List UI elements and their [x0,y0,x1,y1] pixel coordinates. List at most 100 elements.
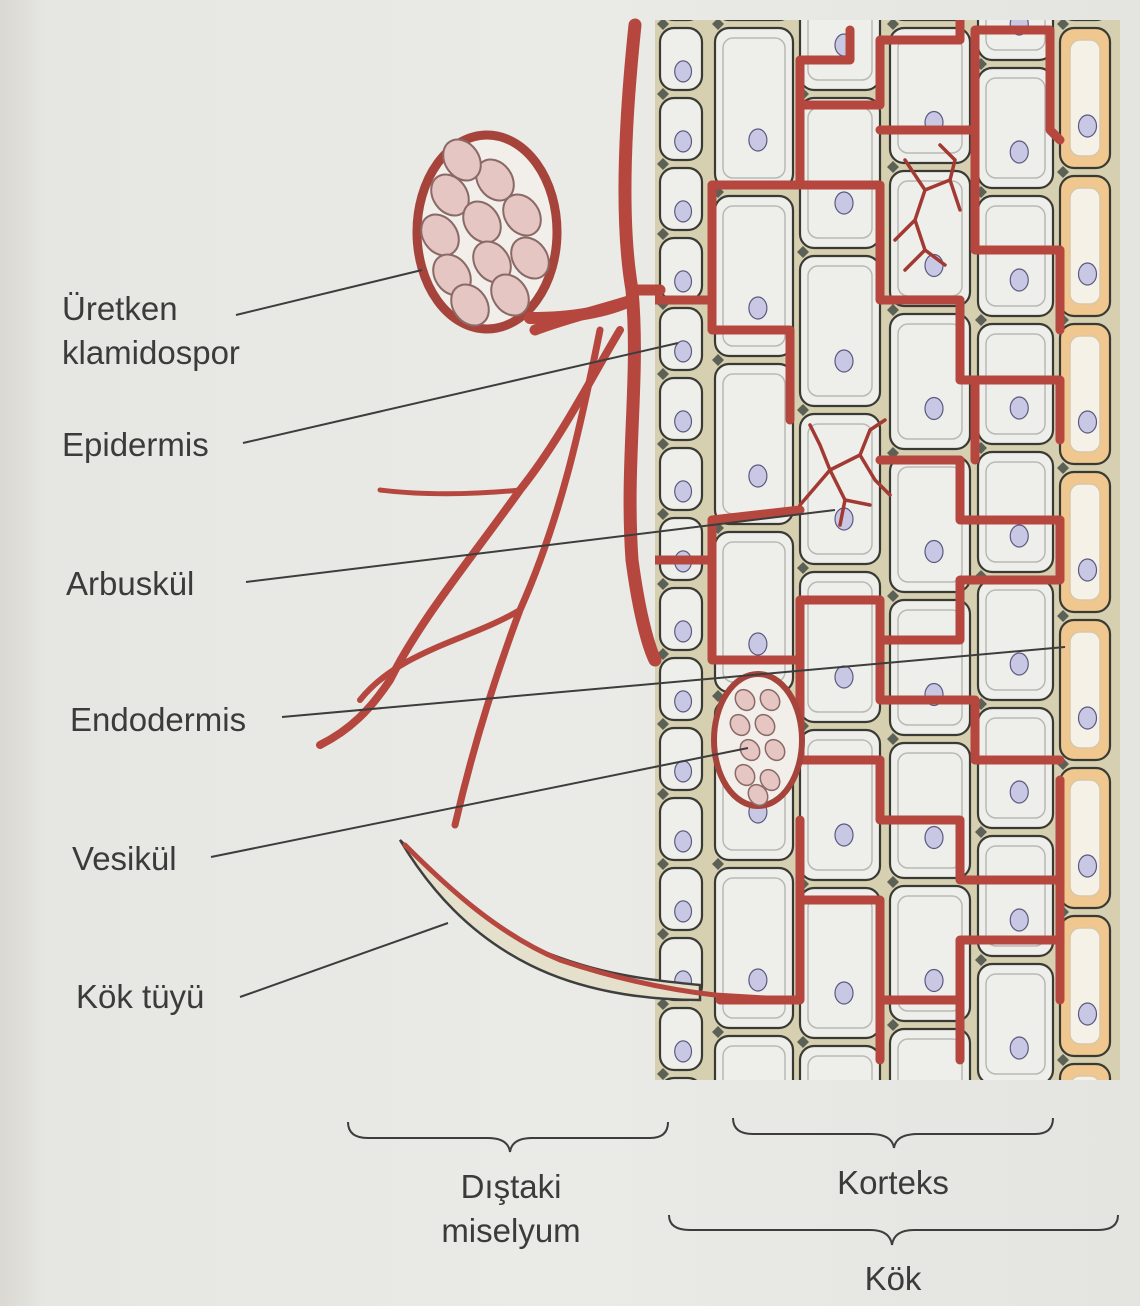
nucleus [675,621,692,642]
label-arbuskul: Arbuskül [66,565,194,602]
vacuole [1070,780,1100,896]
cortex-cell [715,28,793,188]
cortex-cell [715,364,793,524]
nucleus [749,465,767,487]
cortex-cell [890,28,970,163]
vacuole [1070,928,1100,1044]
cortex-cell [890,171,970,306]
label-endodermis: Endodermis [70,701,246,738]
nucleus [675,1041,692,1062]
nucleus [835,192,853,214]
vacuole [1070,632,1100,748]
nucleus [749,297,767,319]
leader-kok-tuyu [240,923,448,997]
nucleus [925,398,943,420]
epidermis-cell [660,0,702,20]
nucleus [1079,263,1097,285]
nucleus [675,131,692,152]
intercellular-space [1057,1202,1069,1214]
cortex-cell [715,532,793,692]
vacuole [1070,40,1100,156]
label-kok-tuyu: Kök tüyü [76,978,204,1015]
nucleus [675,691,692,712]
endodermis-cell [1060,1064,1110,1204]
nucleus [835,666,853,688]
nucleus [749,969,767,991]
leader-epidermis [243,343,678,443]
label-miselyum: miselyum [441,1212,580,1249]
nucleus [675,1111,692,1132]
nucleus [1079,855,1097,877]
cortex-cell [715,0,793,20]
label-vesikul: Vesikül [72,840,177,877]
nucleus [1010,653,1028,675]
brace-kok [669,1215,1118,1245]
cortex-cell [978,452,1053,572]
nucleus [675,201,692,222]
cortex-cell [978,68,1053,188]
leader-uretken [236,270,422,315]
label-kok: Kök [865,1260,922,1297]
cortex-cell [800,730,880,880]
nucleus [749,1137,767,1159]
nucleus [675,61,692,82]
cortex-cell [800,256,880,406]
nucleus [1010,1037,1028,1059]
vacuole [1070,188,1100,304]
endodermis-cell [1060,0,1110,20]
cortex-cell [978,196,1053,316]
nucleus [925,1113,943,1135]
nucleus [1010,525,1028,547]
nucleus [1079,1151,1097,1173]
nucleus [675,901,692,922]
nucleus [1010,269,1028,291]
intercellular-space [657,1138,669,1150]
nucleus [749,633,767,655]
nucleus [835,1140,853,1162]
label-korteks: Korteks [837,1164,949,1201]
cortex-cell [715,1036,793,1196]
label-epidermis: Epidermis [62,426,209,463]
nucleus [1079,411,1097,433]
nucleus [675,481,692,502]
nucleus [925,541,943,563]
nucleus [675,761,692,782]
nucleus [1079,115,1097,137]
nucleus [925,827,943,849]
cortex-cell [978,964,1053,1084]
brace-korteks [733,1118,1053,1148]
nucleus [1010,397,1028,419]
cortex-cell [800,888,880,1038]
label-distaki: Dıştaki [461,1168,562,1205]
vacuole [723,0,785,10]
cortex-cell [800,98,880,248]
vacuole [1070,336,1100,452]
cortex-cell [890,0,970,20]
nucleus [675,411,692,432]
nucleus [749,129,767,151]
nucleus [925,970,943,992]
brace-distaki [348,1122,668,1152]
nucleus [835,982,853,1004]
vesicle [714,674,802,809]
nucleus [675,831,692,852]
label-klamidospor: klamidospor [62,334,240,371]
nucleus [1010,781,1028,803]
cortex-cell [978,580,1053,700]
cortex-cell [978,708,1053,828]
intercellular-space [797,1194,809,1206]
nucleus [835,824,853,846]
label-uretken: Üretken [62,290,178,327]
vacuole [1070,0,1100,8]
nucleus [835,350,853,372]
vacuole [1070,484,1100,600]
vacuole [1070,1076,1100,1192]
nucleus [1010,909,1028,931]
intercellular-space [975,1082,987,1094]
nucleus [1079,559,1097,581]
chlamydospore [413,132,632,333]
nucleus [1010,141,1028,163]
nucleus [675,0,692,12]
